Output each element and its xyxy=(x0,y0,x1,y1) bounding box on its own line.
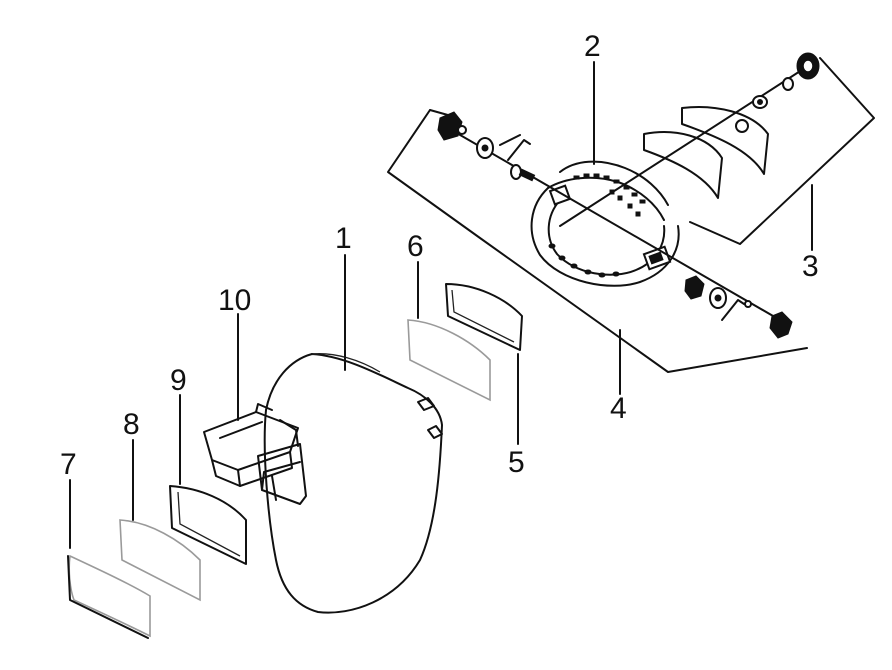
adjustment-hardware xyxy=(643,52,820,199)
filter-lens xyxy=(169,485,247,565)
callout-5: 5 xyxy=(508,446,525,479)
callout-2: 2 xyxy=(584,30,601,63)
outer-cover-lens xyxy=(67,554,151,639)
callout-7: 7 xyxy=(60,448,77,481)
headband xyxy=(530,160,680,287)
pivot-axle xyxy=(447,65,809,321)
callout-8: 8 xyxy=(123,408,140,441)
clear-cover-lens xyxy=(119,519,201,602)
callout-4: 4 xyxy=(610,392,627,425)
helmet-shell xyxy=(263,353,443,614)
adjustment-parts-outline xyxy=(689,57,875,245)
pivot-hardware-left xyxy=(437,111,536,182)
lens-holder-frame xyxy=(203,403,307,505)
callout-6: 6 xyxy=(407,230,424,263)
inner-clear-lens xyxy=(407,319,491,402)
callout-3: 3 xyxy=(802,250,819,283)
callout-1: 1 xyxy=(335,222,352,255)
inner-cover-lens xyxy=(445,283,523,351)
leader-lines xyxy=(69,61,813,549)
callout-9: 9 xyxy=(170,364,187,397)
pivot-hardware-right xyxy=(684,275,793,339)
callout-10: 10 xyxy=(218,284,251,317)
